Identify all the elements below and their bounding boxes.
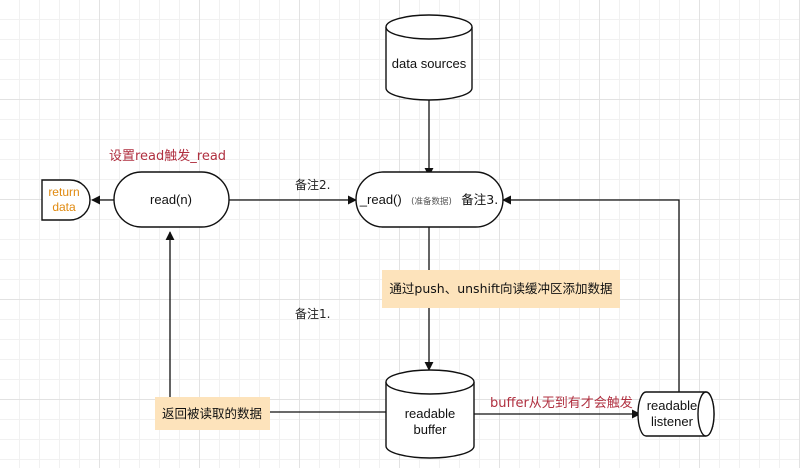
note2-label: 备注2. xyxy=(295,177,330,192)
return-data-node: return data xyxy=(41,179,91,221)
read-n-label: read(n) xyxy=(150,192,192,207)
listener-label-line2: listener xyxy=(651,414,694,429)
push-label: 通过push、unshift向读缓冲区添加数据 xyxy=(389,281,612,296)
return-label-line1: return xyxy=(48,185,79,199)
data-sources-label: data sources xyxy=(392,56,467,71)
set-read-label: 设置read触发_read xyxy=(109,148,226,164)
svg-text:_read() (准备数据) 备注3: _read() (准备数据) 备注3. xyxy=(359,191,498,208)
buffer-label-line1: readable xyxy=(405,406,456,421)
return-label-box: 返回被读取的数据 xyxy=(155,397,270,430)
buffer-label-line2: buffer xyxy=(413,422,447,437)
arrow-buffer-to-readn xyxy=(165,231,386,413)
return-read-label: 返回被读取的数据 xyxy=(162,406,262,421)
read-internal-sublabel: (准备数据) xyxy=(411,196,452,207)
data-sources-node: data sources xyxy=(385,14,473,101)
return-label-line2: data xyxy=(52,200,76,214)
buffer-trigger-label: buffer从无到有才会触发 xyxy=(490,395,633,411)
read-internal-node: _read() (准备数据) 备注3. xyxy=(355,171,504,228)
listener-label-line1: readable xyxy=(647,398,698,413)
push-label-box: 通过push、unshift向读缓冲区添加数据 xyxy=(382,270,620,308)
connectors xyxy=(91,100,680,419)
readable-listener-node: readable listener xyxy=(637,391,715,437)
note3-label: 备注3. xyxy=(461,192,498,207)
read-internal-label: _read() xyxy=(359,192,402,207)
read-n-node: read(n) xyxy=(113,171,230,228)
arrow-listener-to-read xyxy=(502,195,680,392)
note1-label: 备注1. xyxy=(295,306,330,321)
readable-buffer-node: readable buffer xyxy=(385,369,475,459)
